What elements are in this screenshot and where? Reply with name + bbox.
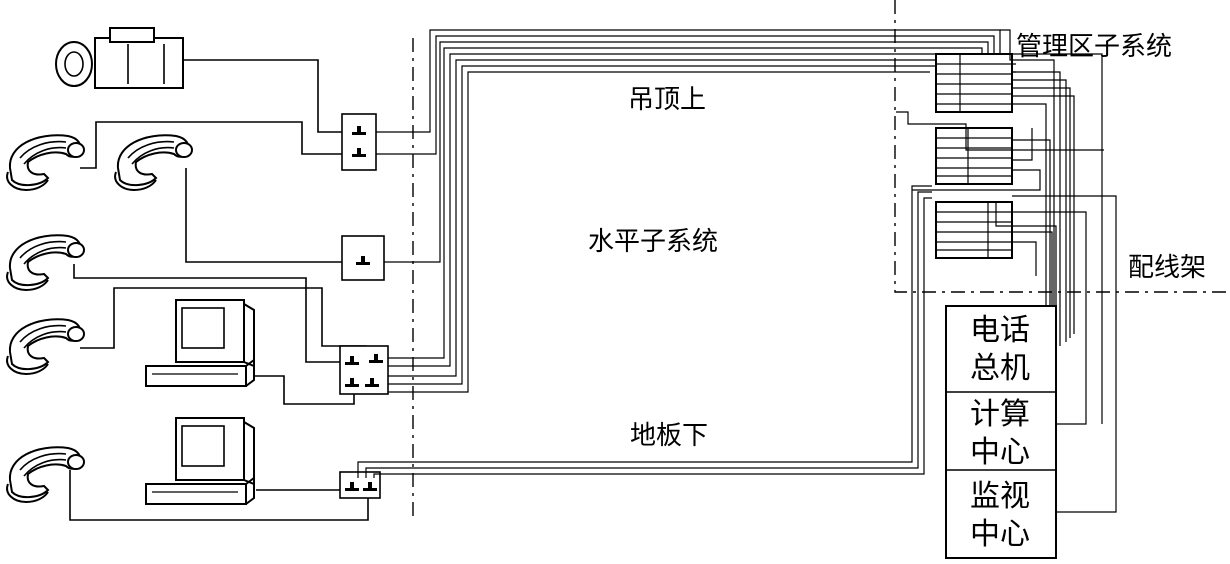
telephone-icon: [6, 318, 85, 375]
telephone-icon: [6, 446, 85, 503]
outlet-icon: [341, 113, 377, 171]
telephone-icon: [114, 134, 193, 191]
computer-icon: [145, 299, 255, 387]
rack-frame: [945, 305, 1057, 559]
computer-center-label-line2: 中心: [970, 435, 1030, 470]
panel-boundary-line: [894, 0, 1230, 293]
outlet-icon: [341, 235, 385, 281]
telephone-icon: [6, 234, 85, 291]
patch-panel: [935, 127, 1013, 185]
phone-switch-label-line2: 总机: [970, 351, 1030, 386]
horizontal-subsystem-label: 水平子系统: [588, 227, 718, 257]
floor-label: 地板下: [630, 421, 708, 451]
telephone-icon: [6, 134, 85, 191]
patch-panel-label: 配线架: [1128, 253, 1206, 283]
outlet-icon: [339, 345, 389, 395]
work-area-wiring: [69, 59, 369, 521]
phone-switch-label-line1: 电话: [970, 313, 1030, 348]
management-subsystem-label: 管理区子系统: [1016, 32, 1172, 62]
ceiling-label: 吊顶上: [628, 85, 706, 115]
equipment-rack: [945, 305, 1057, 559]
outlet-icon: [339, 471, 381, 499]
monitor-center-label-line1: 监视: [970, 479, 1030, 514]
computer-icon: [145, 417, 255, 505]
monitor-center-label-line2: 中心: [970, 517, 1030, 552]
patch-panel: [935, 201, 1013, 259]
patch-panel: [935, 53, 1013, 113]
camera-icon: [55, 27, 184, 89]
computer-center-label-line1: 计算: [970, 397, 1030, 432]
